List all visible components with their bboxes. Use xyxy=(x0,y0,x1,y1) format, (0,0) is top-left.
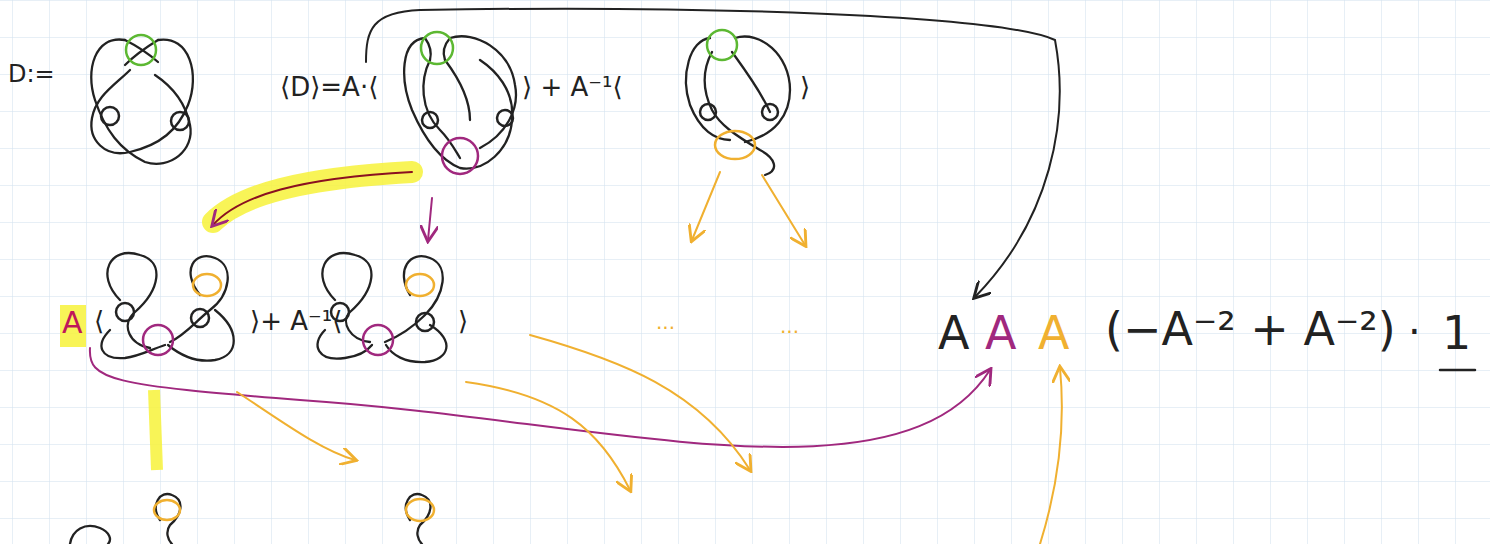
bracket-term: ⟩ + A⁻¹⟨ xyxy=(522,74,623,100)
result-factor: A xyxy=(985,310,1016,356)
result-one: 1 xyxy=(1442,310,1471,356)
ellipsis: ... xyxy=(656,312,675,332)
diagram-name: D:= xyxy=(8,62,55,86)
bracket-open: ⟨ xyxy=(94,308,104,334)
result-factor: A xyxy=(1038,310,1069,356)
bracket-close: ⟩ xyxy=(800,74,810,100)
coefficient: A xyxy=(62,308,83,338)
bracket-term: ⟩+ A⁻¹⟨ xyxy=(250,308,342,334)
result-factor: A xyxy=(938,310,969,356)
result-sum: (−A⁻² + A⁻²) xyxy=(1105,306,1396,352)
bracket-close: ⟩ xyxy=(458,308,468,334)
bracket-expansion: ⟨D⟩=A·⟨ xyxy=(280,74,378,100)
ellipsis: ... xyxy=(780,316,799,336)
result-dot: · xyxy=(1408,312,1421,352)
